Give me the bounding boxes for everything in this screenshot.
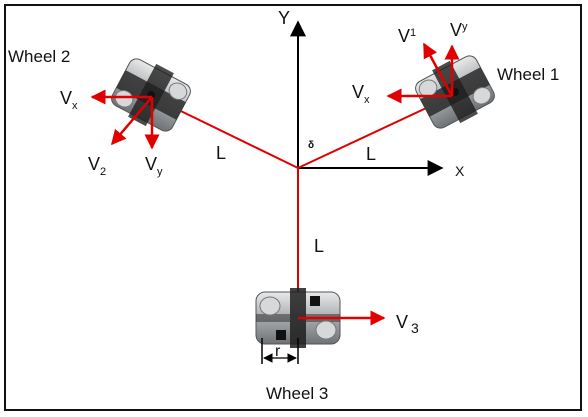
radius-label: r — [275, 343, 281, 360]
x-axis-label: X — [455, 163, 465, 179]
arm-label-wheel-1: L — [366, 144, 376, 164]
wheel-2-vy-label: Vy — [145, 154, 163, 178]
y-axis-label: Y — [278, 8, 290, 28]
wheel-1-v1-arrow — [422, 42, 454, 97]
wheel-1-v1-label: V1 — [398, 26, 416, 46]
wheel-3-label: Wheel 3 — [266, 384, 328, 403]
wheel-1-vy-label: Vy — [450, 20, 468, 40]
arm-label-wheel-2: L — [216, 143, 226, 163]
angle-label: δ — [308, 140, 314, 151]
wheel-2-label: Wheel 2 — [8, 47, 70, 66]
wheel-2-v2-arrow — [111, 96, 153, 146]
wheel-2-vx-label: Vx — [60, 88, 78, 112]
wheel-2-v2-label: V2 — [88, 154, 106, 178]
wheel-1-label: Wheel 1 — [497, 65, 559, 84]
wheel-1-vx-label: Vx — [352, 82, 370, 106]
wheel-1-image — [415, 55, 495, 129]
arm-label-wheel-3: L — [314, 236, 324, 256]
